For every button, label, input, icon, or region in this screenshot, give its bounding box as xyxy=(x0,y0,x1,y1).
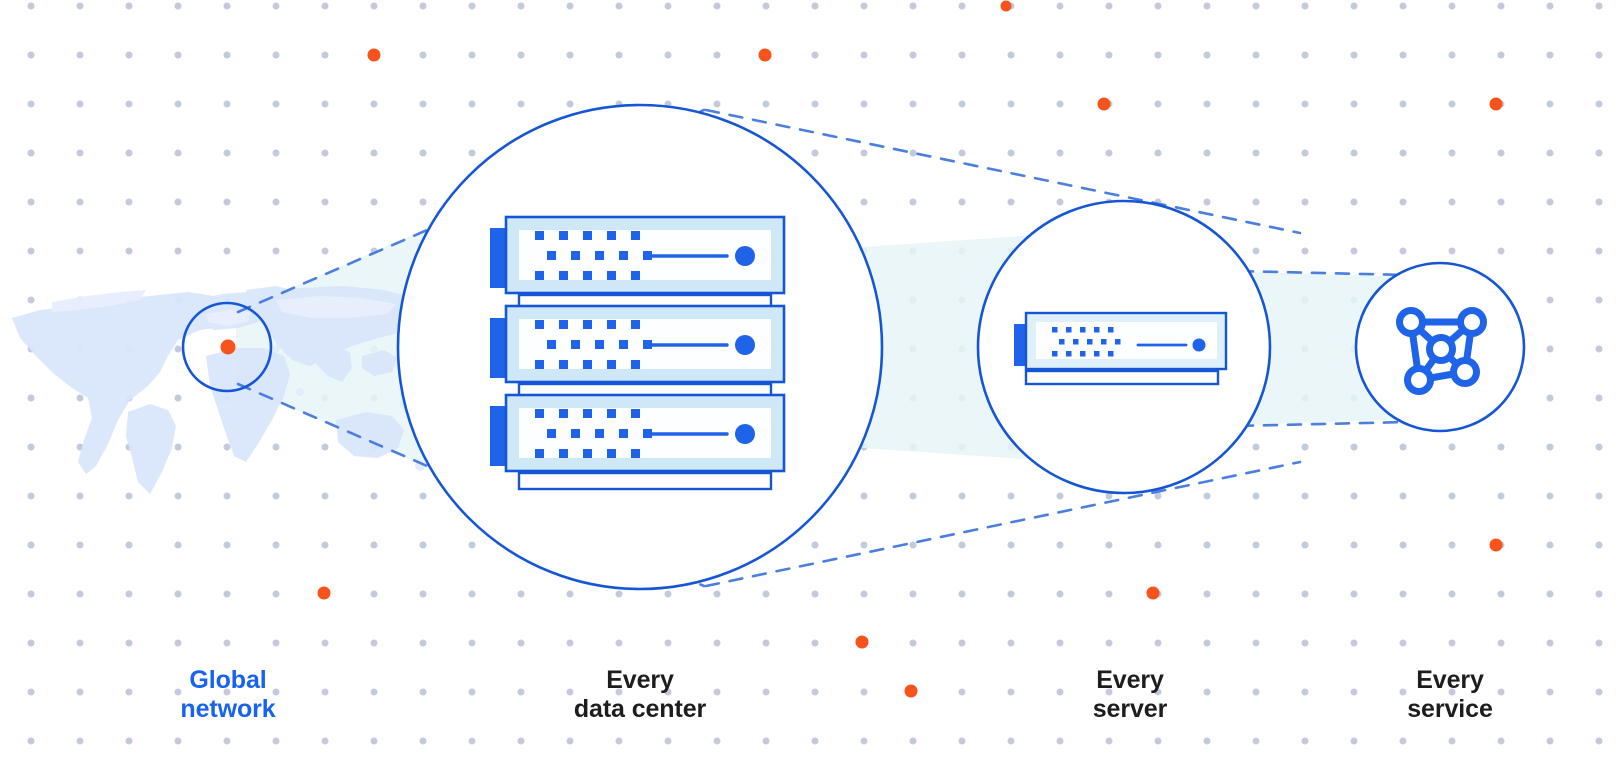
accent-dot xyxy=(1489,538,1503,552)
accent-dot xyxy=(1000,0,1012,12)
network-node-bottom-right xyxy=(1450,357,1480,387)
stage-label-global-network: Global network xyxy=(180,666,276,724)
accent-dot xyxy=(367,48,381,62)
world-map-icon xyxy=(12,286,430,494)
network-node-top-left xyxy=(1396,307,1426,337)
accent-dot xyxy=(855,635,869,649)
server-rack-unit-3 xyxy=(490,393,786,491)
accent-dots xyxy=(317,0,1503,698)
unit-3-status-led xyxy=(735,424,755,444)
server-unit-base-shelf xyxy=(1024,369,1220,386)
stage-every-service[interactable] xyxy=(1354,261,1526,433)
server-rack-icon xyxy=(490,215,786,491)
accent-dot xyxy=(1146,586,1160,600)
stage-every-server[interactable] xyxy=(976,199,1272,495)
unit-1-status-led xyxy=(735,246,755,266)
server-rack-unit-2 xyxy=(490,304,786,400)
rack-base-shelf xyxy=(517,471,773,491)
unit-2-status-led xyxy=(735,335,755,355)
global-network-circle xyxy=(181,301,273,393)
stage-every-data-center[interactable] xyxy=(396,103,884,591)
stage-label-every-service: Every service xyxy=(1407,666,1493,724)
stage-label-every-data-center: Every data center xyxy=(573,666,707,724)
accent-dot xyxy=(317,586,331,600)
network-node-bottom-left xyxy=(1404,365,1434,395)
stage-label-every-server: Every server xyxy=(1092,666,1168,724)
server-unit-status-led xyxy=(1192,338,1206,352)
accent-dot xyxy=(1097,97,1111,111)
accent-dot xyxy=(904,684,918,698)
stage-global-network[interactable] xyxy=(181,301,273,393)
guide-dc-bottom xyxy=(704,460,1302,588)
server-unit-icon xyxy=(1014,311,1228,386)
network-nodes-icon xyxy=(1396,307,1487,395)
global-network-marker-dot xyxy=(220,339,236,355)
accent-dot xyxy=(1489,97,1503,111)
network-node-center xyxy=(1426,334,1456,364)
accent-dot xyxy=(758,48,772,62)
guide-dc-top xyxy=(704,108,1302,235)
network-node-top-right xyxy=(1457,307,1487,337)
server-rack-unit-1 xyxy=(490,215,786,311)
